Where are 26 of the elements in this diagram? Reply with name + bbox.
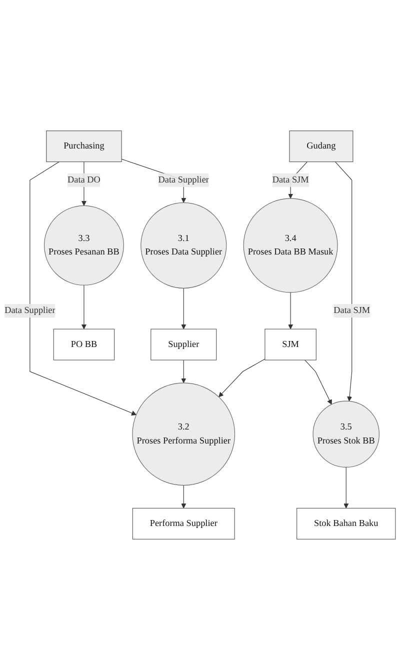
edge-label: Data SJM — [272, 174, 309, 185]
node-box: PO BB — [53, 328, 115, 360]
arrow — [218, 358, 266, 398]
arrow — [181, 485, 186, 508]
edge-label: Data Supplier — [158, 174, 209, 185]
node-circle: 3.5 Proses Stok BB — [312, 400, 380, 468]
node-box: Supplier — [150, 328, 217, 360]
edge-label: Data SJM — [334, 306, 370, 316]
arrow — [334, 162, 352, 402]
arrow — [81, 284, 86, 330]
node-box: Gudang — [289, 130, 354, 162]
arrow — [181, 288, 186, 330]
arrow — [344, 466, 349, 508]
node-box: Purchasing — [46, 130, 122, 162]
node-circle: 3.4 Proses Data BB Masuk — [243, 198, 338, 293]
node-circle: 3.3 Proses Pesanan BB — [44, 205, 124, 286]
node-circle: 3.1 Proses Data Supplier — [140, 202, 227, 288]
edge-label: Data Supplier — [4, 306, 56, 316]
node-box: SJM — [264, 328, 316, 360]
edge-label: Data DO — [68, 174, 100, 185]
node-box: Stok Bahan Baku — [296, 508, 396, 540]
arrow — [181, 360, 186, 384]
node-circle: 3.2 Proses Performa Supplier — [132, 382, 236, 486]
arrow — [288, 292, 294, 330]
node-box: Performa Supplier — [132, 508, 235, 540]
arrow — [304, 360, 332, 405]
